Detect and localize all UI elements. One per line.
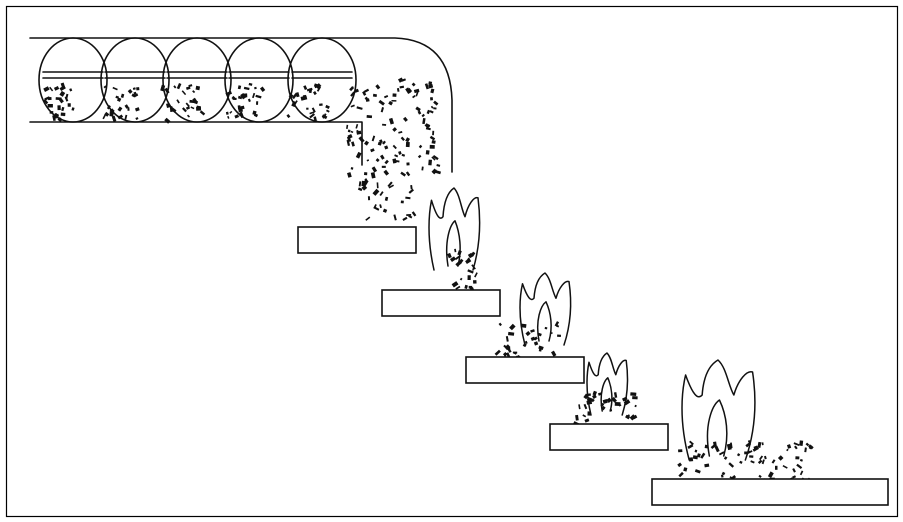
screw-flight-4 [224, 37, 294, 123]
screw-flight-3 [162, 37, 232, 123]
flame-4 [681, 359, 756, 461]
step2-pile [447, 248, 478, 293]
grate-step-2 [381, 289, 501, 317]
flight-particles-4 [225, 82, 266, 119]
conveyor-pipe-top-wall [29, 37, 453, 173]
flight-particles-2 [102, 85, 140, 122]
flight-particles-1 [43, 82, 75, 123]
flame-2 [519, 272, 572, 346]
screw-flights [38, 37, 357, 123]
flame-1 [428, 187, 481, 271]
drop-particles [357, 178, 417, 221]
screw-flight-5 [287, 37, 357, 123]
screw-flight-2 [100, 37, 170, 123]
flame-3 [586, 352, 629, 416]
screw-flight-1 [38, 37, 108, 123]
grate-step-4 [549, 423, 669, 451]
flight-particles-3 [160, 82, 206, 124]
flames [428, 187, 756, 461]
conveyor-pipe-bottom-wall [29, 121, 363, 166]
screw-conveyor [29, 37, 453, 173]
grate-step-5 [651, 478, 889, 506]
grate-steps [297, 226, 889, 506]
figure-frame [5, 5, 899, 518]
outlet-stream-particles [346, 77, 442, 179]
grate-step-1 [297, 226, 417, 254]
flight-particles-5 [286, 83, 330, 122]
grate-step-3 [465, 356, 585, 384]
fuel-particles [43, 77, 814, 499]
